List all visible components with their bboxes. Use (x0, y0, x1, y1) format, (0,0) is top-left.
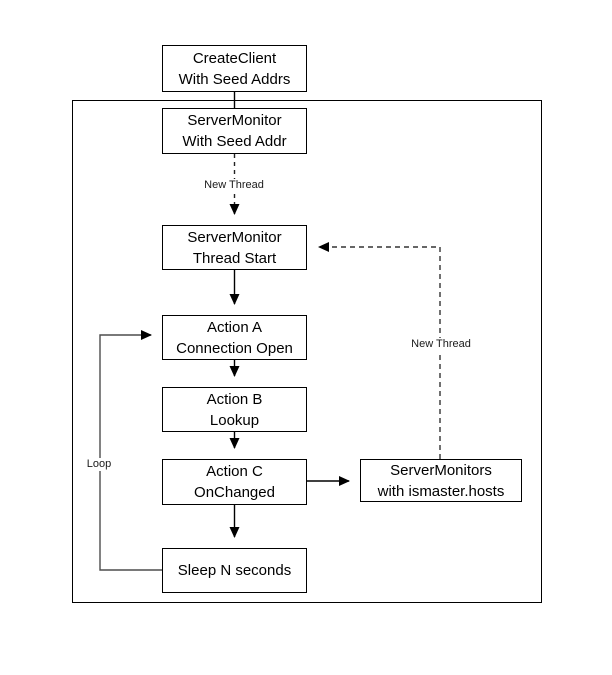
node-action-a-line2: Connection Open (176, 339, 293, 357)
node-thread-start-line1: ServerMonitor (187, 228, 282, 246)
node-create-client-line1: CreateClient (192, 49, 277, 67)
node-sleep-n-seconds: Sleep N seconds (162, 548, 307, 593)
node-servermonitors-ismaster-hosts: ServerMonitors with ismaster.hosts (360, 459, 522, 502)
node-action-a-line1: Action A (206, 318, 263, 336)
node-action-b-lookup: Action B Lookup (162, 387, 307, 432)
node-create-client-line2: With Seed Addrs (178, 70, 291, 88)
node-action-b-line2: Lookup (209, 411, 260, 429)
node-action-b-line1: Action B (206, 390, 263, 408)
edge-label-loop: Loop (83, 458, 115, 471)
node-servermonitors-line1: ServerMonitors (390, 461, 492, 479)
node-servermonitors-line2: with ismaster.hosts (377, 482, 505, 500)
node-create-client: CreateClient With Seed Addrs (162, 45, 307, 92)
node-action-c-line2: OnChanged (194, 484, 275, 501)
node-action-c-line1: Action C (206, 463, 263, 480)
node-sleep-line1: Sleep N seconds (177, 562, 292, 579)
node-servermonitor-seed-line1: ServerMonitor (187, 112, 282, 129)
node-servermonitor-seed-line2: With Seed Addr (182, 133, 287, 150)
node-thread-start-line2: Thread Start (192, 249, 277, 267)
edge-newthread-loopback-dashed (318, 242, 441, 459)
edge-label-new-thread-right: New Thread (408, 338, 474, 351)
node-action-c-onchanged: Action C OnChanged (162, 459, 307, 505)
edge-loop-back (99, 330, 162, 571)
node-servermonitor-seed: ServerMonitor With Seed Addr (162, 108, 307, 154)
node-servermonitor-thread-start: ServerMonitor Thread Start (162, 225, 307, 270)
node-action-a-connection-open: Action A Connection Open (162, 315, 307, 360)
edge-label-new-thread-top: New Thread (201, 179, 267, 192)
client-process-boundary (72, 100, 542, 603)
